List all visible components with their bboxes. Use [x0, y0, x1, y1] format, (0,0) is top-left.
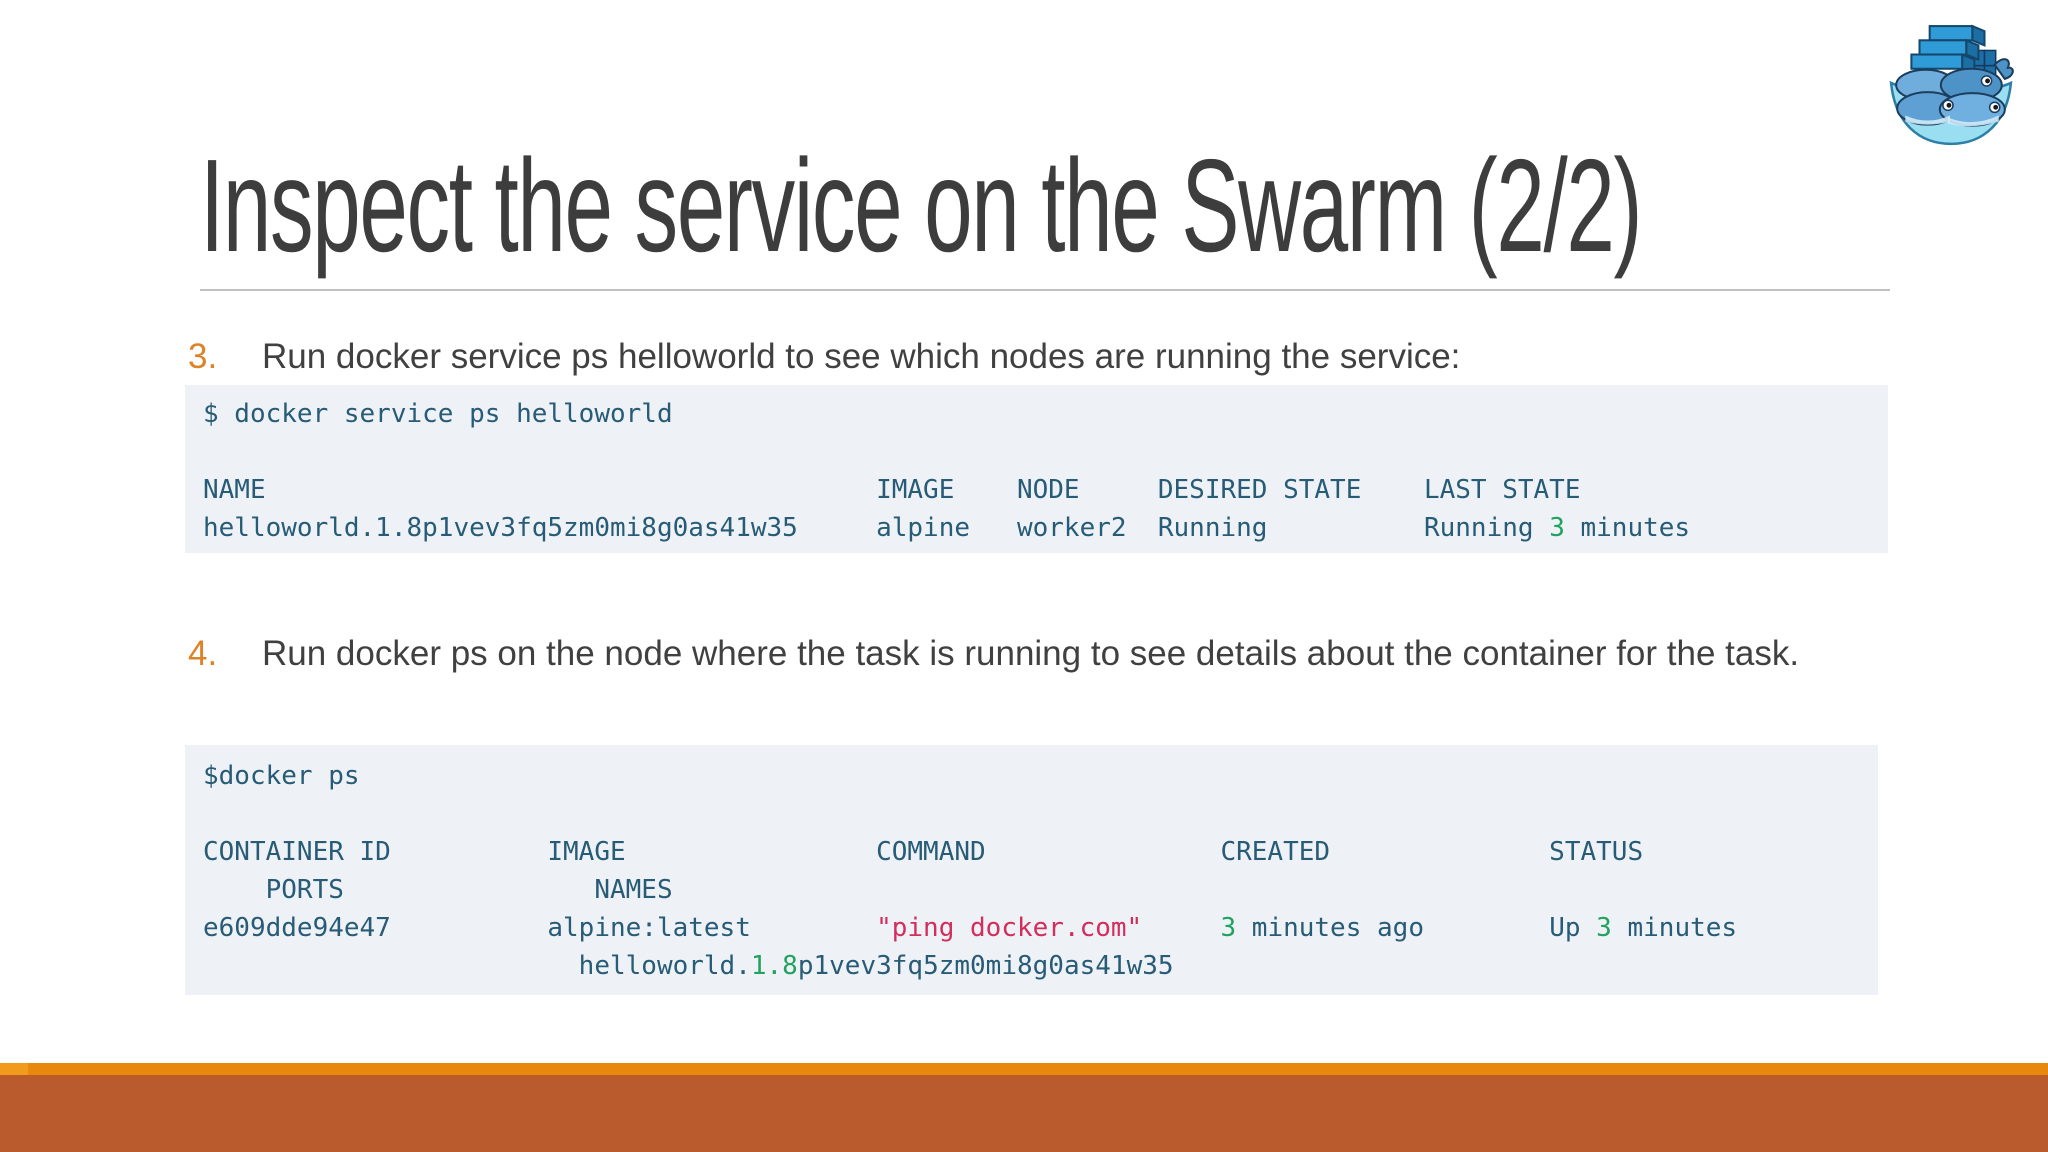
terminal-docker-ps-output: $docker ps CONTAINER ID IMAGE COMMAND CR…: [185, 745, 1878, 995]
step-text: Run docker service ps helloworld to see …: [262, 337, 1461, 376]
terminal-command-string-highlight: "ping docker.com": [876, 913, 1143, 943]
terminal-names-row-tail: p1vev3fq5zm0mi8g0as41w35: [797, 951, 1174, 981]
footer-stripe-notch: [0, 1063, 28, 1075]
terminal-table-row-tail: minutes: [1564, 513, 1691, 543]
terminal-table-row-gap: [1142, 913, 1220, 943]
step-number: 3.: [188, 337, 218, 376]
terminal-service-ps-output: $ docker service ps helloworld NAME IMAG…: [185, 385, 1888, 553]
footer-band: [0, 1075, 2048, 1152]
step-number: 4.: [188, 634, 218, 673]
terminal-command: $docker ps: [203, 761, 360, 791]
step-text: Run docker ps on the node where the task…: [262, 634, 1800, 673]
terminal-table-header: NAME IMAGE NODE DESIRED STATE LAST STATE: [203, 475, 1581, 505]
list-item-step-3: 3. Run docker service ps helloworld to se…: [188, 333, 1862, 380]
list-item-step-4: 4. Run docker ps on the node where the ta…: [188, 630, 1862, 677]
terminal-command: $ docker service ps helloworld: [203, 399, 673, 429]
docker-swarm-logo-icon: [1889, 24, 2014, 146]
footer-accent-stripe: [0, 1063, 2048, 1075]
terminal-number-highlight: 1.8: [750, 951, 798, 981]
terminal-number-highlight: 3: [1549, 513, 1565, 543]
terminal-names-row: helloworld.: [203, 951, 751, 981]
title-divider: [200, 289, 1890, 291]
terminal-table-row: helloworld.1.8p1vev3fq5zm0mi8g0as41w35 a…: [203, 513, 1550, 543]
terminal-table-header-line2: PORTS NAMES: [203, 875, 673, 905]
terminal-number-highlight: 3: [1220, 913, 1237, 943]
terminal-table-row-tail: minutes: [1611, 913, 1738, 943]
page-title: Inspect the service on the Swarm (2/2): [200, 132, 1643, 279]
terminal-table-header-line1: CONTAINER ID IMAGE COMMAND CREATED STATU…: [203, 837, 1644, 867]
terminal-table-row: e609dde94e47 alpine:latest: [203, 913, 877, 943]
terminal-table-row-mid: minutes ago Up: [1236, 913, 1597, 943]
terminal-number-highlight: 3: [1596, 913, 1612, 943]
